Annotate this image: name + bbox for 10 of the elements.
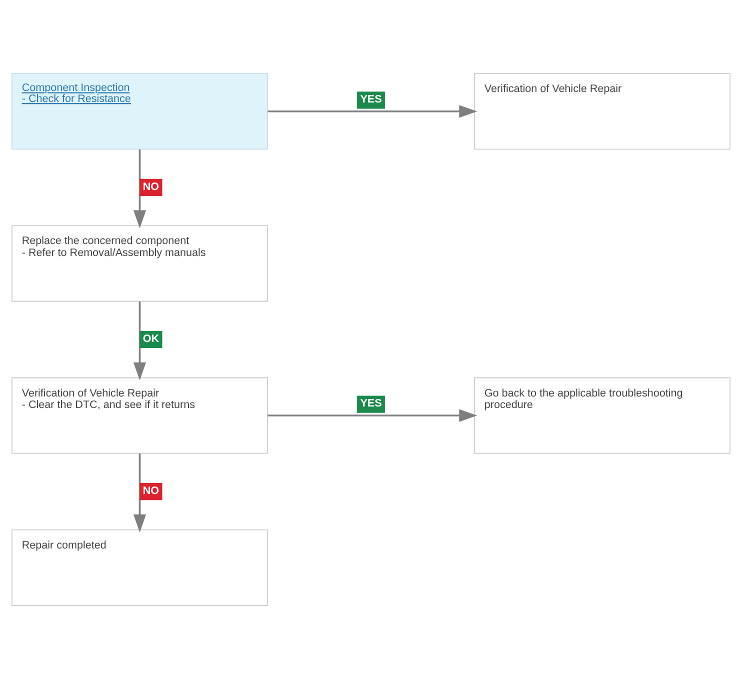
arrow <box>133 302 146 380</box>
arrow <box>133 149 146 228</box>
edge-label: OK <box>142 332 160 345</box>
arrow <box>133 454 146 532</box>
arrow <box>268 409 478 422</box>
arrow <box>268 105 478 118</box>
edge-label: NO <box>142 484 160 497</box>
edge-label: NO <box>142 180 160 193</box>
edge-label: YES <box>360 398 382 410</box>
edge-label: YES <box>360 93 382 106</box>
